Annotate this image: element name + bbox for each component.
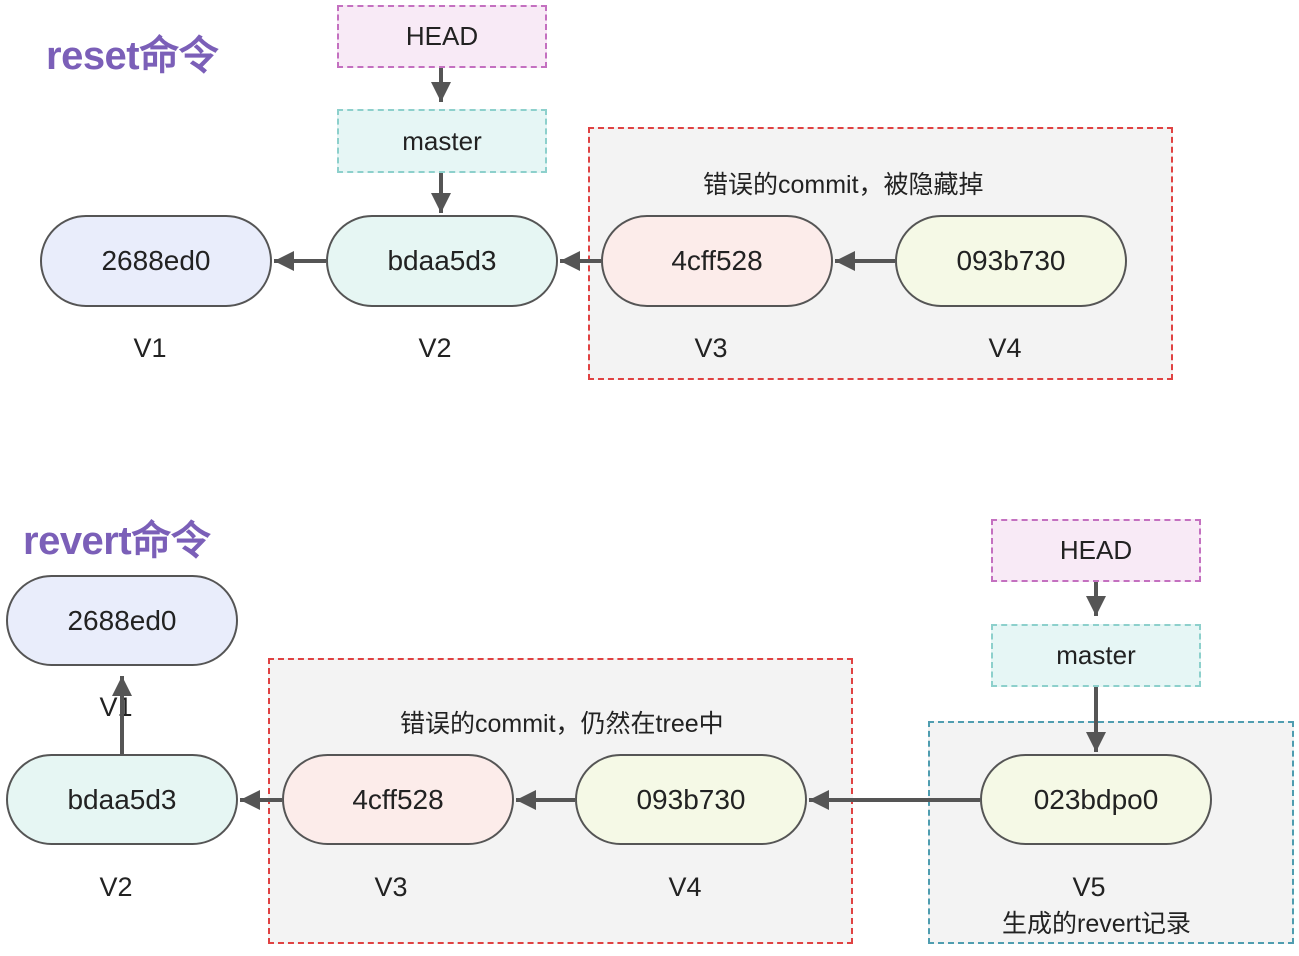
commit-node-v1: 2688ed0 [40,215,272,307]
version-label-v1: V1 [133,333,167,363]
version-label-v2: V2 [418,333,452,363]
head-pointer: HEAD [337,5,547,68]
commit-hash: 023bdpo0 [1033,783,1159,815]
commit-hash: bdaa5d3 [67,783,177,815]
master-branch: master [337,109,547,173]
version-label-v3-bottom: V3 [374,872,408,902]
commit-hash: 093b730 [956,245,1066,276]
version-label-v4: V4 [988,333,1022,363]
master-label: master [402,125,482,156]
version-label-v2-bottom: V2 [99,872,133,902]
commit-node-v3: 4cff528 [601,215,833,307]
head-label: HEAD [405,21,479,51]
master-label: master [1056,640,1136,670]
commit-node-v2-bottom: bdaa5d3 [6,754,238,845]
version-label-v5-bottom: V5 [1072,872,1106,902]
master-branch-bottom: master [991,624,1201,687]
reset-title: reset命令 [46,34,219,78]
commit-hash: bdaa5d3 [387,245,497,276]
kept-commits-note: 错误的commit，仍然在tree中 [400,710,724,738]
revert-title: revert命令 [23,519,211,563]
commit-hash: 4cff528 [352,783,444,815]
head-label: HEAD [1059,535,1133,565]
commit-hash: 093b730 [636,783,746,815]
head-pointer-bottom: HEAD [991,519,1201,582]
hidden-commits-note: 错误的commit，被隐藏掉 [703,171,984,199]
commit-hash: 2688ed0 [101,245,211,276]
commit-node-v4-bottom: 093b730 [575,754,807,845]
version-label-v1-bottom: V1 [99,692,133,722]
commit-node-v4: 093b730 [895,215,1127,307]
commit-node-v3-bottom: 4cff528 [282,754,514,845]
commit-hash: 2688ed0 [67,604,177,636]
commit-node-v5-bottom: 023bdpo0 [980,754,1212,845]
revert-record-note: 生成的revert记录 [1002,910,1191,938]
commit-node-v2: bdaa5d3 [326,215,558,307]
commit-hash: 4cff528 [671,245,763,276]
commit-node-v1-bottom: 2688ed0 [6,575,238,666]
version-label-v3: V3 [694,333,728,363]
version-label-v4-bottom: V4 [668,872,702,902]
